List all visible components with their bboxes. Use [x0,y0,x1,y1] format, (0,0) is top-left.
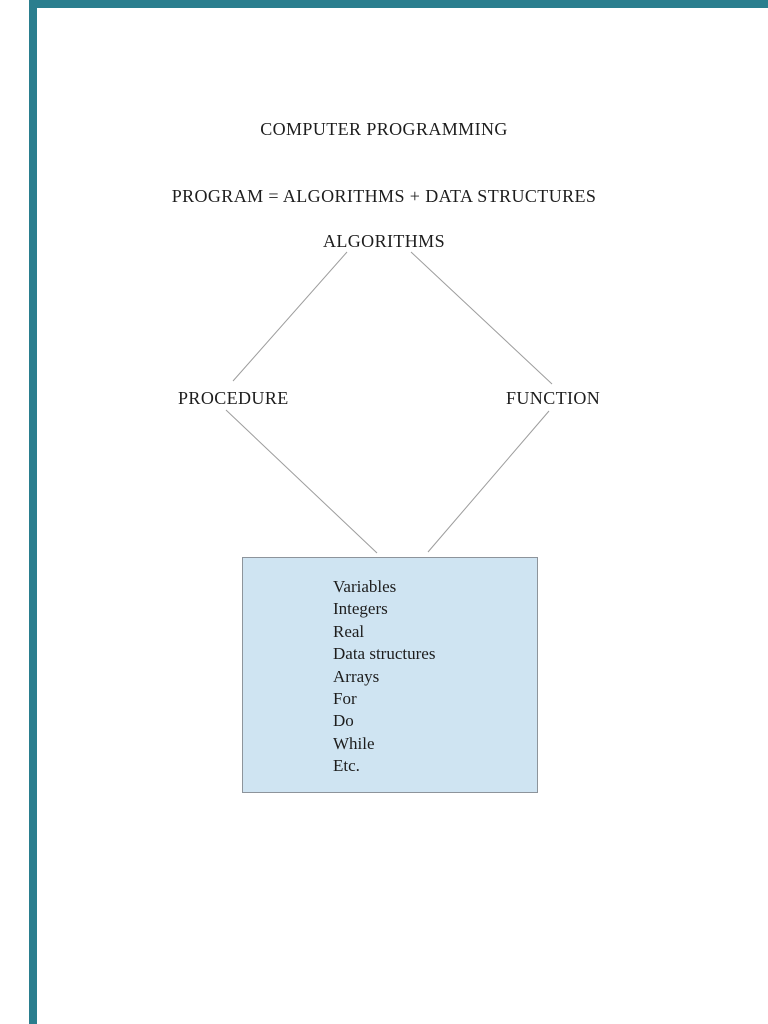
page-title: COMPUTER PROGRAMMING [260,119,508,139]
diagram-node-function: FUNCTION [506,388,601,408]
data-structures-list: Variables Integers Real Data structures … [333,576,537,778]
list-item: For [333,689,357,709]
data-structures-box: Variables Integers Real Data structures … [242,557,538,793]
line-procedure-to-box [225,409,378,554]
list-item: Data structures [333,644,436,664]
viewer-frame-top-strip [29,0,768,8]
list-item: Arrays [333,666,380,686]
list-item: While [333,733,375,753]
list-item: Integers [333,599,388,619]
diagram-node-procedure: PROCEDURE [178,388,289,408]
program-equation-text: PROGRAM = ALGORITHMS + DATA STRUCTURES [171,186,597,206]
line-algorithms-to-function [410,251,553,385]
list-item: Do [333,711,354,731]
line-function-to-box [427,410,550,553]
list-item: Etc. [333,756,360,776]
viewer-frame-left-strip [29,0,37,1024]
list-item: Real [333,621,365,641]
list-item: Variables [333,577,397,596]
diagram-node-algorithms: ALGORITHMS [322,231,445,251]
line-algorithms-to-procedure [232,251,348,382]
